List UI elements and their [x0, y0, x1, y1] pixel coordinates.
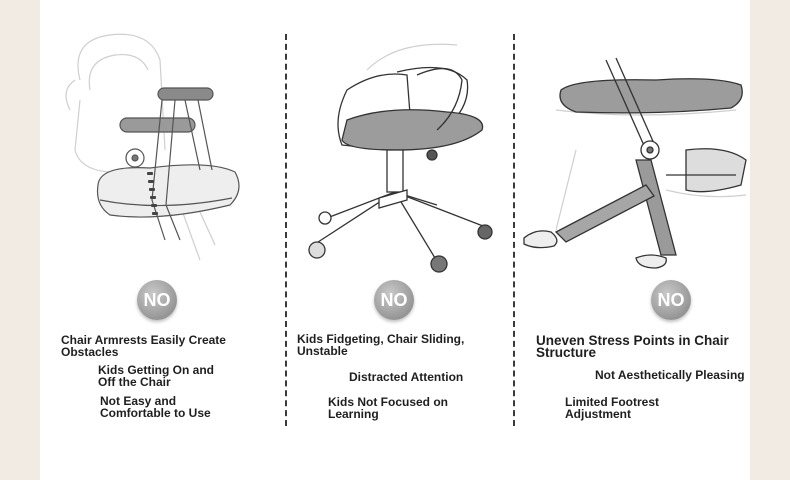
no-badge: NO	[651, 280, 691, 320]
panel-point: Kids Not Focused on Learning	[328, 395, 448, 421]
panel-point: Kids Getting On and Off the Chair	[98, 363, 214, 389]
panel-point: Limited Footrest Adjustment	[565, 395, 660, 421]
panel-stress: NO Uneven Stress Points in Chair Structu…	[516, 0, 750, 480]
footrest-structure-illustration	[523, 57, 747, 269]
panel-heading: Kids Fidgeting, Chair Sliding, Unstable	[297, 332, 465, 358]
dashed-divider	[513, 34, 515, 426]
content-card: NO Chair Armrests Easily Create Obstacle…	[40, 0, 750, 480]
armrest-chair-illustration	[65, 33, 240, 261]
panel-armrests: NO Chair Armrests Easily Create Obstacle…	[40, 0, 285, 480]
no-badge: NO	[374, 280, 414, 320]
panel-point: Not Easy and Comfortable to Use	[100, 394, 211, 420]
no-badge: NO	[137, 280, 177, 320]
panel-point: Distracted Attention	[349, 370, 464, 384]
swivel-chair-illustration	[308, 43, 493, 273]
panel-sliding: NO Kids Fidgeting, Chair Sliding, Unstab…	[287, 0, 514, 480]
dashed-divider	[285, 34, 287, 426]
panel-heading: Uneven Stress Points in Chair Structure	[536, 333, 729, 360]
panel-heading: Chair Armrests Easily Create Obstacles	[61, 333, 226, 359]
panel-point: Not Aesthetically Pleasing	[595, 368, 745, 382]
